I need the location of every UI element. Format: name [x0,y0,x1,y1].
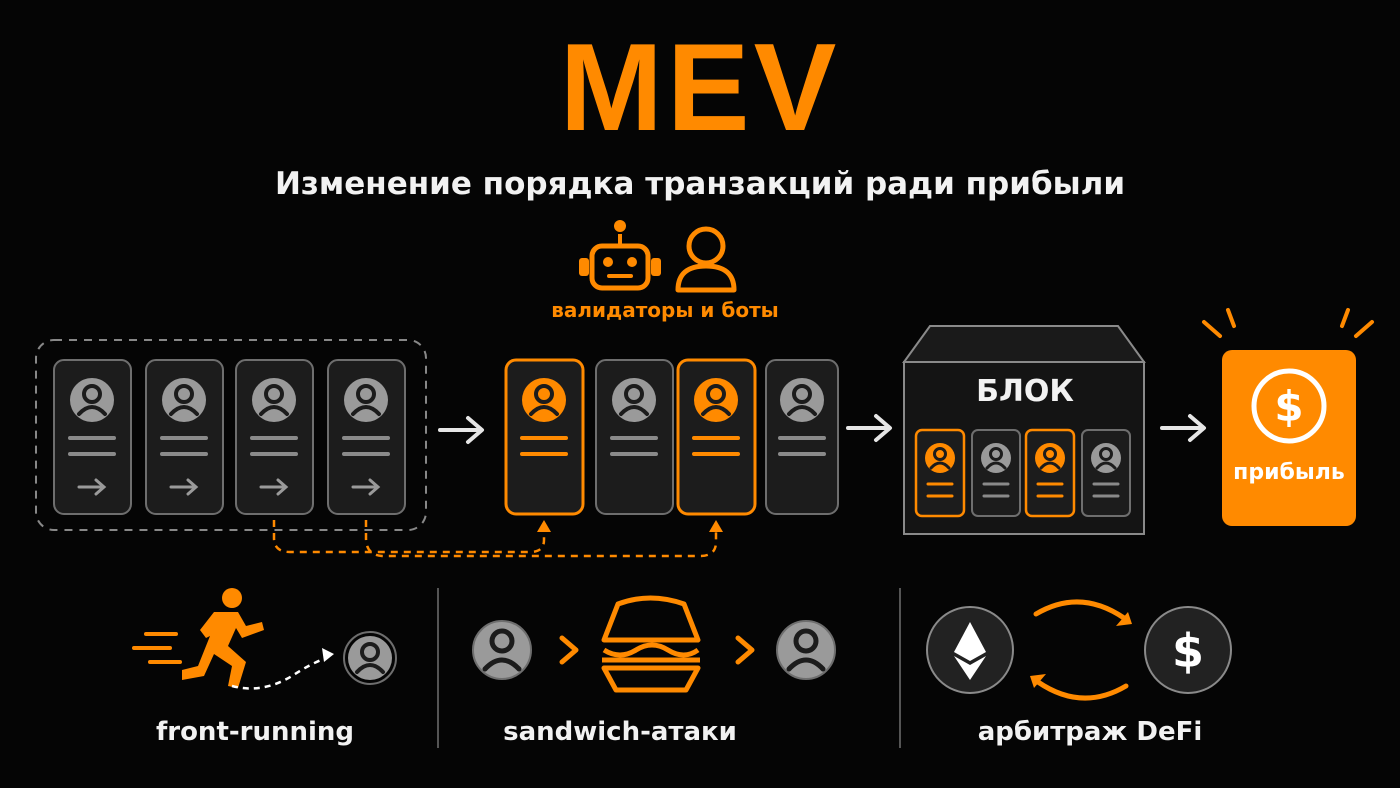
robot-icon [579,220,661,291]
block-tx-bot [1024,428,1076,518]
mempool-tx-card [235,359,314,515]
chevron-right-icon [559,635,579,665]
arrow-right-icon [259,478,289,496]
reordered-tx-card-bot [504,358,585,516]
reordered-tx-card [595,359,674,515]
arrow-right-icon [351,478,381,496]
arrowhead-icon [709,520,723,532]
victim-user-icon [472,620,532,680]
dollar-coin-icon: $ [1144,606,1232,694]
sandwich-label: sandwich-атаки [503,717,737,747]
block-tx [971,429,1021,517]
speed-lines-icon [132,632,182,664]
bot-user-icon [520,376,568,424]
page-title: MEV [559,19,841,157]
profit-box: $ [1202,308,1374,526]
profit-symbol: $ [1274,382,1303,431]
arrowhead-icon [322,648,334,662]
validators-bots-label: валидаторы и боты [551,298,779,322]
reordered-tx-card-bot [676,358,757,516]
arrowhead-icon [1116,612,1132,626]
swap-arrows-icon [1033,599,1129,701]
sandwich-icon [601,595,701,693]
flow-arrow-icon [1160,414,1206,442]
mempool-tx-card [145,359,224,515]
bot-user-icon [692,376,740,424]
ethereum-icon [926,606,1014,694]
mempool-tx-card [327,359,406,515]
reordered-tx-card [765,359,839,515]
chevron-right-icon [735,635,755,665]
user-icon [610,376,658,424]
user-icon [778,376,826,424]
reorder-path [272,520,718,558]
mempool-tx-card [53,359,132,515]
runner-icon [182,588,264,688]
dollar-coin-icon [1251,368,1327,444]
dollar-symbol: $ [1172,624,1204,678]
profit-label: прибыль [1233,460,1345,485]
sparkle-icon [1202,308,1374,338]
block-tx-bot [914,428,966,518]
user-icon [68,376,116,424]
victim-user-icon [776,620,836,680]
user-icon [160,376,208,424]
flow-arrow-icon [438,416,484,444]
block-tx [1081,429,1131,517]
user-icon [250,376,298,424]
block-label: БЛОК [976,374,1074,409]
flow-arrow-icon [846,414,892,442]
user-icon [342,376,390,424]
arrow-right-icon [169,478,199,496]
arbitrage-label: арбитраж DeFi [977,717,1203,747]
mempool-group [35,339,427,531]
block-box [902,325,1146,535]
victim-user-icon [346,634,394,682]
user-outline-icon [675,226,737,293]
page-subtitle: Изменение порядка транзакций ради прибыл… [274,166,1126,202]
arrowhead-icon [1030,674,1046,688]
front-running-label: front-running [155,717,355,747]
arrow-right-icon [77,478,107,496]
arrowhead-icon [537,520,551,532]
dashed-path [231,656,327,690]
